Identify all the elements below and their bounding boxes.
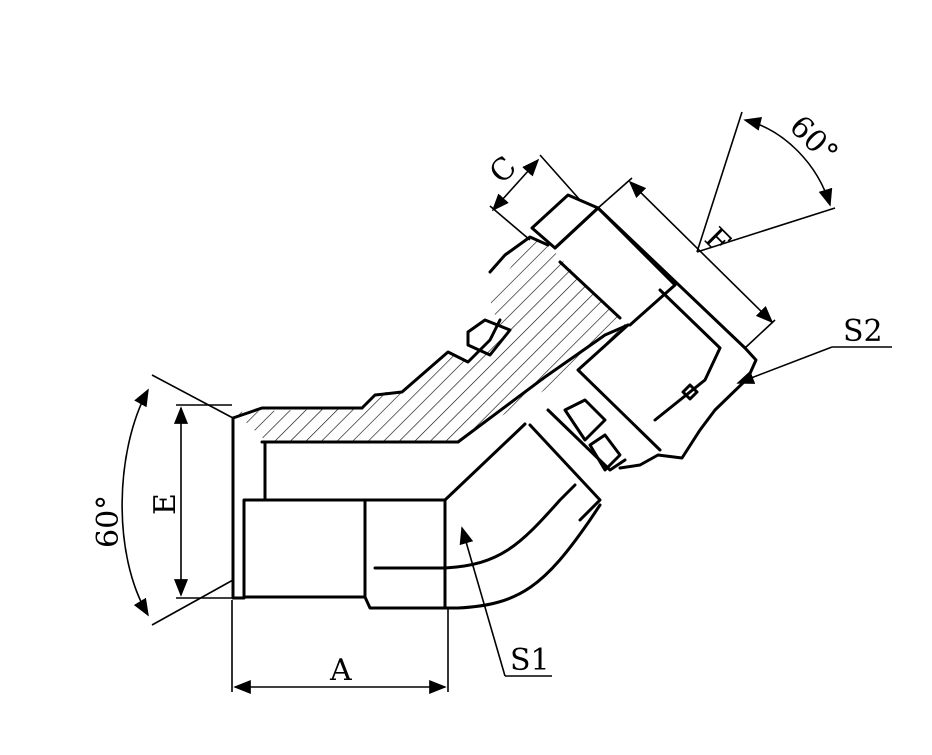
angle-left-label: 60° xyxy=(91,495,126,548)
angle-left-dimension: 60° xyxy=(91,374,234,626)
dimension-e-label: E xyxy=(148,493,183,515)
callout-s1: S1 xyxy=(459,526,552,678)
nut-flange xyxy=(466,235,550,357)
dimension-a-label: A xyxy=(329,653,352,688)
dimension-f: F xyxy=(597,177,776,349)
callout-s2-label: S2 xyxy=(843,314,883,349)
angle-right-label: 60° xyxy=(782,109,844,171)
elbow-body xyxy=(360,318,630,610)
dimension-c: C xyxy=(483,150,581,241)
dimension-a: A xyxy=(231,600,449,695)
callout-s1-label: S1 xyxy=(510,643,550,678)
dimension-e: E xyxy=(148,404,232,599)
callout-s2: S2 xyxy=(736,314,892,384)
dimension-c-label: C xyxy=(483,150,524,191)
male-stud-end xyxy=(231,406,460,610)
